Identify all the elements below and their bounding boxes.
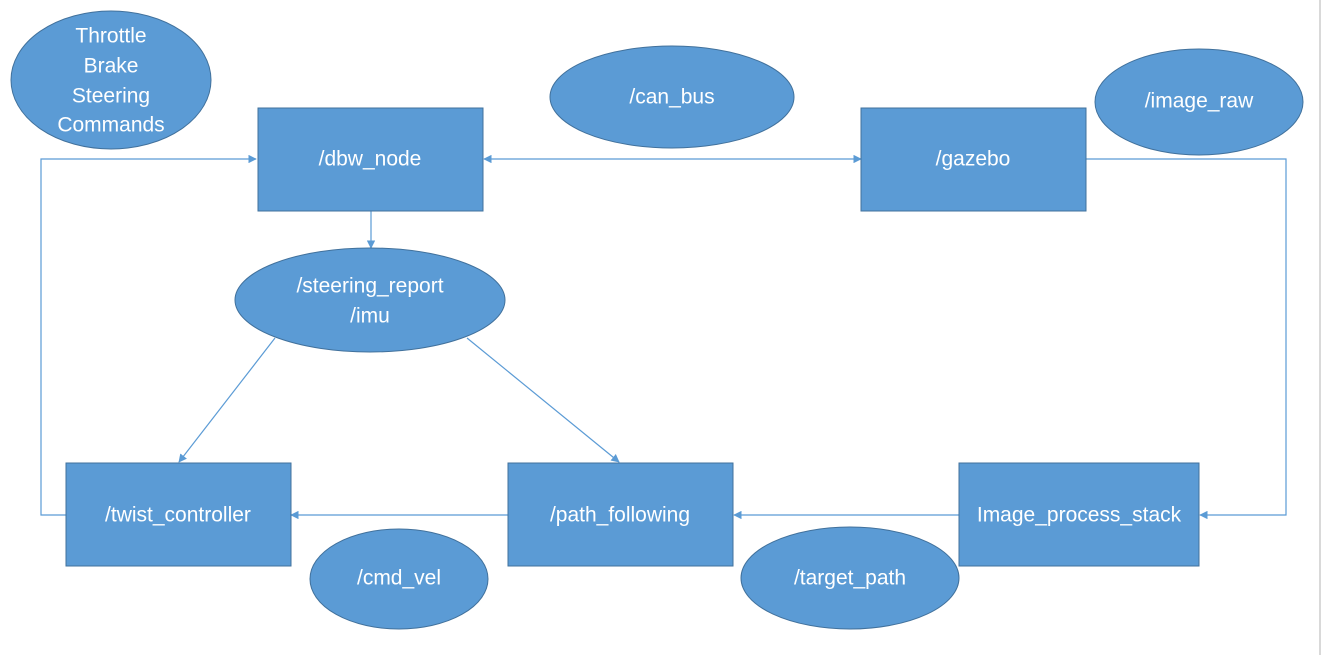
topic-can-bus: /can_bus	[549, 45, 795, 149]
node-twist-controller-label: /twist_controller	[105, 504, 251, 527]
edge-twist-to-dbw	[40, 154, 257, 516]
node-dbw: /dbw_node	[257, 107, 484, 212]
topic-image-raw: /image_raw	[1094, 48, 1304, 156]
topic-imu-label: /imu	[350, 305, 390, 328]
topic-target-path: /target_path	[740, 526, 960, 630]
edge-steering-to-path	[466, 337, 620, 463]
topic-commands-line-2: Brake	[84, 55, 139, 78]
node-gazebo: /gazebo	[860, 107, 1087, 212]
node-image-process-stack-label: Image_process_stack	[977, 504, 1182, 527]
topic-cmd-vel: /cmd_vel	[309, 528, 489, 630]
topic-commands-line-3: Steering	[72, 85, 150, 108]
topic-commands: Throttle Brake Steering Commands	[10, 10, 212, 150]
topic-commands-line-1: Throttle	[75, 25, 146, 48]
topic-steering-imu: /steering_report /imu	[234, 247, 506, 353]
topic-can-bus-label: /can_bus	[629, 86, 714, 109]
topic-steering-report-label: /steering_report	[296, 275, 443, 298]
node-path-following-label: /path_following	[550, 504, 690, 527]
node-gazebo-label: /gazebo	[936, 148, 1011, 171]
topic-target-path-label: /target_path	[794, 567, 906, 590]
topic-commands-line-4: Commands	[57, 114, 164, 137]
node-twist-controller: /twist_controller	[65, 462, 292, 567]
node-dbw-label: /dbw_node	[319, 148, 422, 171]
edge-steering-to-twist	[178, 337, 276, 463]
topic-cmd-vel-label: /cmd_vel	[357, 567, 441, 590]
node-image-process-stack: Image_process_stack	[958, 462, 1200, 567]
node-path-following: /path_following	[507, 462, 734, 567]
topic-image-raw-label: /image_raw	[1145, 90, 1254, 113]
edge-gazebo-to-image-stack	[1086, 158, 1287, 520]
